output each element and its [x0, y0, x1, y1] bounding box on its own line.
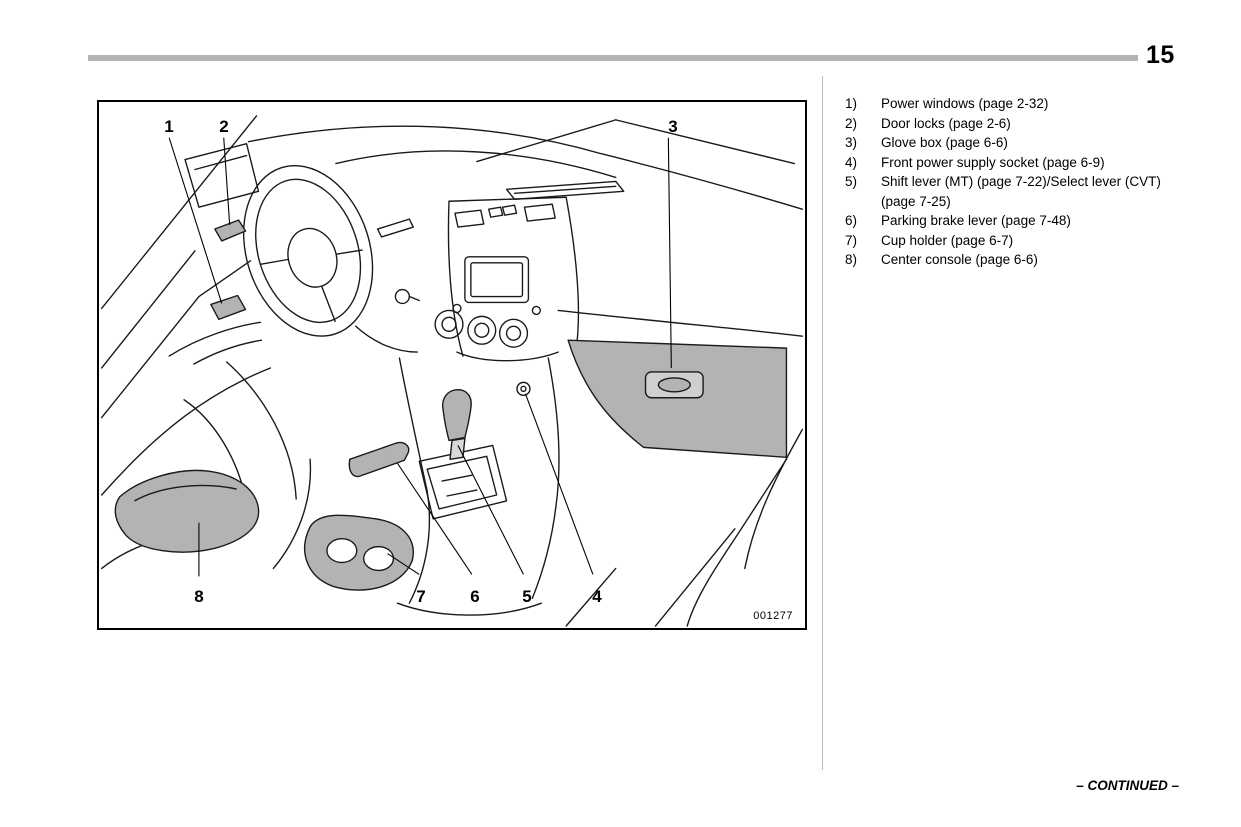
shift-lever-knob — [441, 389, 472, 442]
legend-item: 7) Cup holder (page 6-7) — [845, 231, 1181, 251]
legend-list: 1) Power windows (page 2-32) 2) Door loc… — [845, 94, 1181, 270]
armrest-stitch-line — [134, 484, 237, 502]
glove-box-handle-grip — [657, 377, 691, 393]
legend-item-text: Cup holder (page 6-7) — [881, 232, 1014, 248]
legend-item-text: Door locks (page 2-6) — [881, 115, 1011, 131]
callout-2: 2 — [219, 117, 229, 136]
power-window-switch — [210, 294, 247, 321]
shaded-parts — [114, 219, 788, 591]
legend-item-number: 1) — [845, 96, 858, 111]
figure-code: 001277 — [753, 610, 793, 622]
shift-lever-stem — [449, 437, 466, 460]
legend-item-text: Power windows (page 2-32) — [881, 96, 1049, 111]
page-number: 15 — [1146, 41, 1175, 69]
legend-item: 8) Center console (page 6-6) — [845, 250, 1181, 270]
legend-item-number: 4) — [845, 154, 858, 170]
legend-item-number: 8) — [845, 252, 858, 267]
legend-item-text: Center console (page 6-6) — [881, 252, 1038, 267]
legend-item-text: Front power supply socket (page 6-9) — [881, 154, 1105, 170]
callout-7: 7 — [416, 587, 426, 606]
car-interior-illustration — [100, 115, 804, 627]
legend-item: 5) Shift lever (MT) (page 7-22)/Select l… — [845, 172, 1181, 211]
callout-4: 4 — [592, 587, 602, 606]
legend-item-number: 5) — [845, 174, 858, 189]
continued-label: – CONTINUED – — [1076, 778, 1179, 793]
legend-item: 3) Glove box (page 6-6) — [845, 133, 1181, 153]
legend-item: 2) Door locks (page 2-6) — [845, 114, 1181, 134]
legend-item-number: 2) — [845, 115, 858, 131]
door-lock-switch — [214, 219, 247, 242]
callout-6: 6 — [470, 587, 480, 606]
interior-diagram-frame: 1 2 3 4 5 6 7 8 001277 — [97, 100, 807, 630]
parking-brake-lever — [348, 441, 410, 478]
legend-item-number: 7) — [845, 232, 858, 248]
callout-leader-lines — [168, 137, 672, 577]
legend-item-number: 3) — [845, 135, 858, 150]
cup-recess-1 — [326, 537, 358, 564]
legend-item-text: Glove box (page 6-6) — [881, 135, 1008, 150]
glove-box — [567, 339, 788, 458]
legend-item-text: Parking brake lever (page 7-48) — [881, 213, 1071, 228]
callout-3: 3 — [668, 117, 678, 136]
header-rule — [88, 55, 1138, 61]
cup-holder-console — [304, 514, 414, 591]
column-divider — [822, 76, 823, 770]
interior-line-art — [100, 115, 804, 627]
callout-1: 1 — [164, 117, 174, 136]
callout-8: 8 — [194, 587, 204, 606]
legend-item: 6) Parking brake lever (page 7-48) — [845, 211, 1181, 231]
legend-item-text: Shift lever (MT) (page 7-22)/Select leve… — [881, 174, 1161, 209]
center-console-armrest — [114, 469, 260, 553]
legend-item: 4) Front power supply socket (page 6-9) — [845, 153, 1181, 173]
legend-item-number: 6) — [845, 213, 858, 228]
callout-5: 5 — [522, 587, 532, 606]
cup-recess-2 — [362, 545, 395, 572]
legend-item: 1) Power windows (page 2-32) — [845, 94, 1181, 114]
